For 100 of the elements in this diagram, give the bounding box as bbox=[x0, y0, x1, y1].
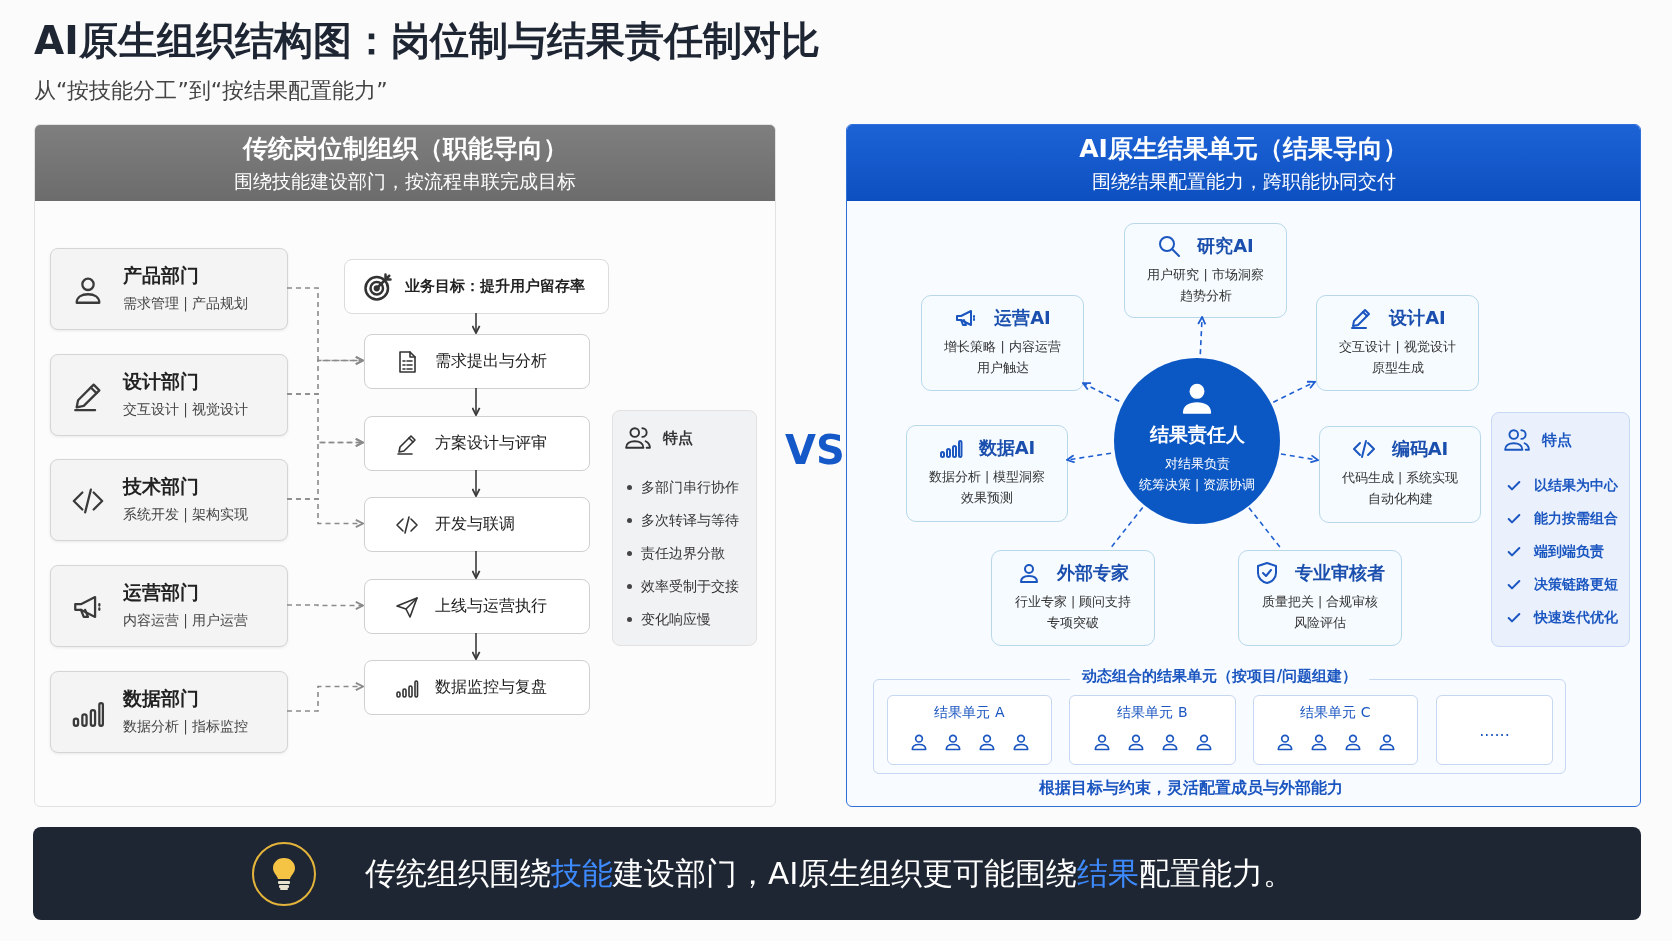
card-detail: 增长策略 | 内容运营 bbox=[943, 338, 1062, 356]
step-label: 需求提出与分析 bbox=[435, 351, 547, 372]
feature-item: 变化响应慢 bbox=[641, 610, 711, 629]
card-detail: 专项突破 bbox=[1046, 614, 1100, 632]
department-duties: 系统开发 | 架构实现 bbox=[123, 506, 249, 524]
department-title: 运营部门 bbox=[123, 580, 199, 605]
org-panel bbox=[34, 124, 776, 807]
panel-subtitle: 围绕技能建设部门，按流程串联完成目标 bbox=[234, 168, 576, 194]
arrow bbox=[471, 469, 481, 497]
capability-card bbox=[1124, 223, 1287, 318]
capability-card bbox=[906, 425, 1068, 522]
card-detail: 趋势分析 bbox=[1178, 287, 1233, 305]
process-step-box bbox=[364, 497, 590, 552]
feature-item: 效率受制于交接 bbox=[641, 577, 739, 596]
department-title: 设计部门 bbox=[123, 369, 199, 394]
feature-item: 快速迭代优化 bbox=[1534, 608, 1618, 627]
card-detail: 行业专家 | 顾问支持 bbox=[1013, 593, 1133, 611]
feature-item: 多部门串行协作 bbox=[641, 478, 739, 497]
capability-card bbox=[1238, 550, 1402, 646]
unit-title: 结果单元 C bbox=[1299, 704, 1372, 722]
department-title: 产品部门 bbox=[123, 263, 199, 288]
department-title: 技术部门 bbox=[123, 474, 199, 499]
features-heading: 特点 bbox=[1542, 430, 1572, 450]
step-label: 数据监控与复盘 bbox=[435, 677, 547, 698]
goal-text: 业务目标：提升用户留存率 bbox=[405, 277, 585, 296]
features-heading: 特点 bbox=[663, 428, 693, 448]
dashed-arrow bbox=[286, 498, 364, 528]
card-detail: 风险评估 bbox=[1293, 614, 1347, 632]
card-title: 设计AI bbox=[1389, 306, 1446, 330]
card-detail: 自动化构建 bbox=[1366, 490, 1434, 508]
summary-text: 传统组织围绕技能建设部门，AI原生组织更可能围绕结果配置能力。 bbox=[365, 853, 1295, 893]
capability-card bbox=[991, 550, 1155, 646]
panel-subtitle: 围绕结果配置能力，跨职能协同交付 bbox=[1091, 168, 1396, 194]
department-card bbox=[50, 671, 288, 753]
card-title: 专业审核者 bbox=[1295, 561, 1385, 585]
card-detail: 质量把关 | 合规审核 bbox=[1260, 593, 1380, 611]
card-title: 运营AI bbox=[994, 306, 1051, 330]
owner-duty: 统筹决策 | 资源协调 bbox=[1137, 476, 1257, 494]
card-detail: 效果预测 bbox=[960, 489, 1014, 507]
card-detail: 原型生成 bbox=[1370, 359, 1425, 377]
group-note: 根据目标与约束，灵活配置成员与外部能力 bbox=[1039, 778, 1343, 799]
arrow bbox=[471, 550, 481, 579]
ellipsis-text: ...... bbox=[1479, 720, 1510, 740]
org-panel bbox=[846, 124, 1641, 807]
card-title: 研究AI bbox=[1197, 234, 1254, 258]
panel-title: 传统岗位制组织（职能导向） bbox=[242, 132, 568, 165]
features-panel bbox=[612, 410, 757, 646]
capability-card bbox=[1319, 426, 1481, 523]
department-card bbox=[50, 565, 288, 647]
department-card bbox=[50, 354, 288, 436]
dashed-arrow bbox=[1197, 316, 1207, 355]
process-step-box bbox=[364, 579, 590, 634]
feature-item: 决策链路更短 bbox=[1534, 575, 1618, 594]
capability-card bbox=[921, 295, 1084, 391]
department-duties: 交互设计 | 视觉设计 bbox=[123, 401, 249, 419]
result-unit-card bbox=[887, 695, 1052, 765]
feature-item: 端到端负责 bbox=[1534, 542, 1604, 561]
process-step-box bbox=[364, 416, 590, 471]
department-duties: 数据分析 | 指标监控 bbox=[123, 718, 249, 736]
card-detail: 交互设计 | 视觉设计 bbox=[1338, 338, 1457, 356]
panel-title: AI原生结果单元（结果导向） bbox=[1079, 132, 1408, 165]
dashed-arrow bbox=[1066, 452, 1112, 464]
card-title: 编码AI bbox=[1391, 437, 1449, 461]
feature-item: 多次转译与等待 bbox=[641, 511, 739, 530]
features-panel bbox=[1491, 412, 1630, 647]
more-units-card bbox=[1436, 695, 1553, 765]
result-unit-card bbox=[1253, 695, 1418, 765]
diagram-title: AI原生组织结构图：岗位制与结果责任制对比 bbox=[34, 17, 820, 65]
process-step-box bbox=[364, 334, 590, 389]
owner-title: 结果责任人 bbox=[1148, 422, 1246, 447]
dashed-arrow bbox=[286, 601, 364, 610]
capability-card bbox=[1316, 295, 1479, 391]
card-detail: 用户研究 | 市场洞察 bbox=[1146, 266, 1265, 284]
owner-duty: 对结果负责 bbox=[1163, 455, 1231, 473]
department-duties: 需求管理 | 产品规划 bbox=[123, 295, 249, 313]
subtitle: 从“按技能分工”到“按结果配置能力” bbox=[34, 77, 388, 105]
dashed-arrow bbox=[1082, 382, 1120, 403]
step-label: 方案设计与评审 bbox=[435, 433, 547, 454]
vs-text: VS bbox=[785, 427, 845, 473]
card-detail: 数据分析 | 模型洞察 bbox=[927, 468, 1047, 486]
unit-title: 结果单元 A bbox=[933, 704, 1006, 722]
result-unit-card bbox=[1069, 695, 1236, 765]
card-title: 数据AI bbox=[978, 436, 1036, 460]
feature-item: 责任边界分散 bbox=[641, 544, 725, 563]
card-detail: 用户触达 bbox=[975, 359, 1030, 377]
department-card bbox=[50, 459, 288, 541]
dashed-arrow bbox=[1272, 380, 1316, 403]
arrow bbox=[471, 387, 481, 416]
arrow bbox=[471, 632, 481, 660]
step-label: 上线与运营执行 bbox=[435, 596, 547, 617]
dashed-arrow bbox=[1280, 453, 1319, 464]
department-duties: 内容运营 | 用户运营 bbox=[123, 612, 249, 630]
group-heading: 动态组合的结果单元（按项目/问题组建） bbox=[1069, 667, 1370, 686]
department-card bbox=[50, 248, 288, 330]
goal-box bbox=[344, 259, 609, 314]
department-title: 数据部门 bbox=[123, 686, 199, 711]
feature-item: 能力按需组合 bbox=[1534, 509, 1618, 528]
card-title: 外部专家 bbox=[1057, 561, 1129, 585]
process-step-box bbox=[364, 660, 590, 715]
dashed-arrow bbox=[286, 682, 364, 712]
